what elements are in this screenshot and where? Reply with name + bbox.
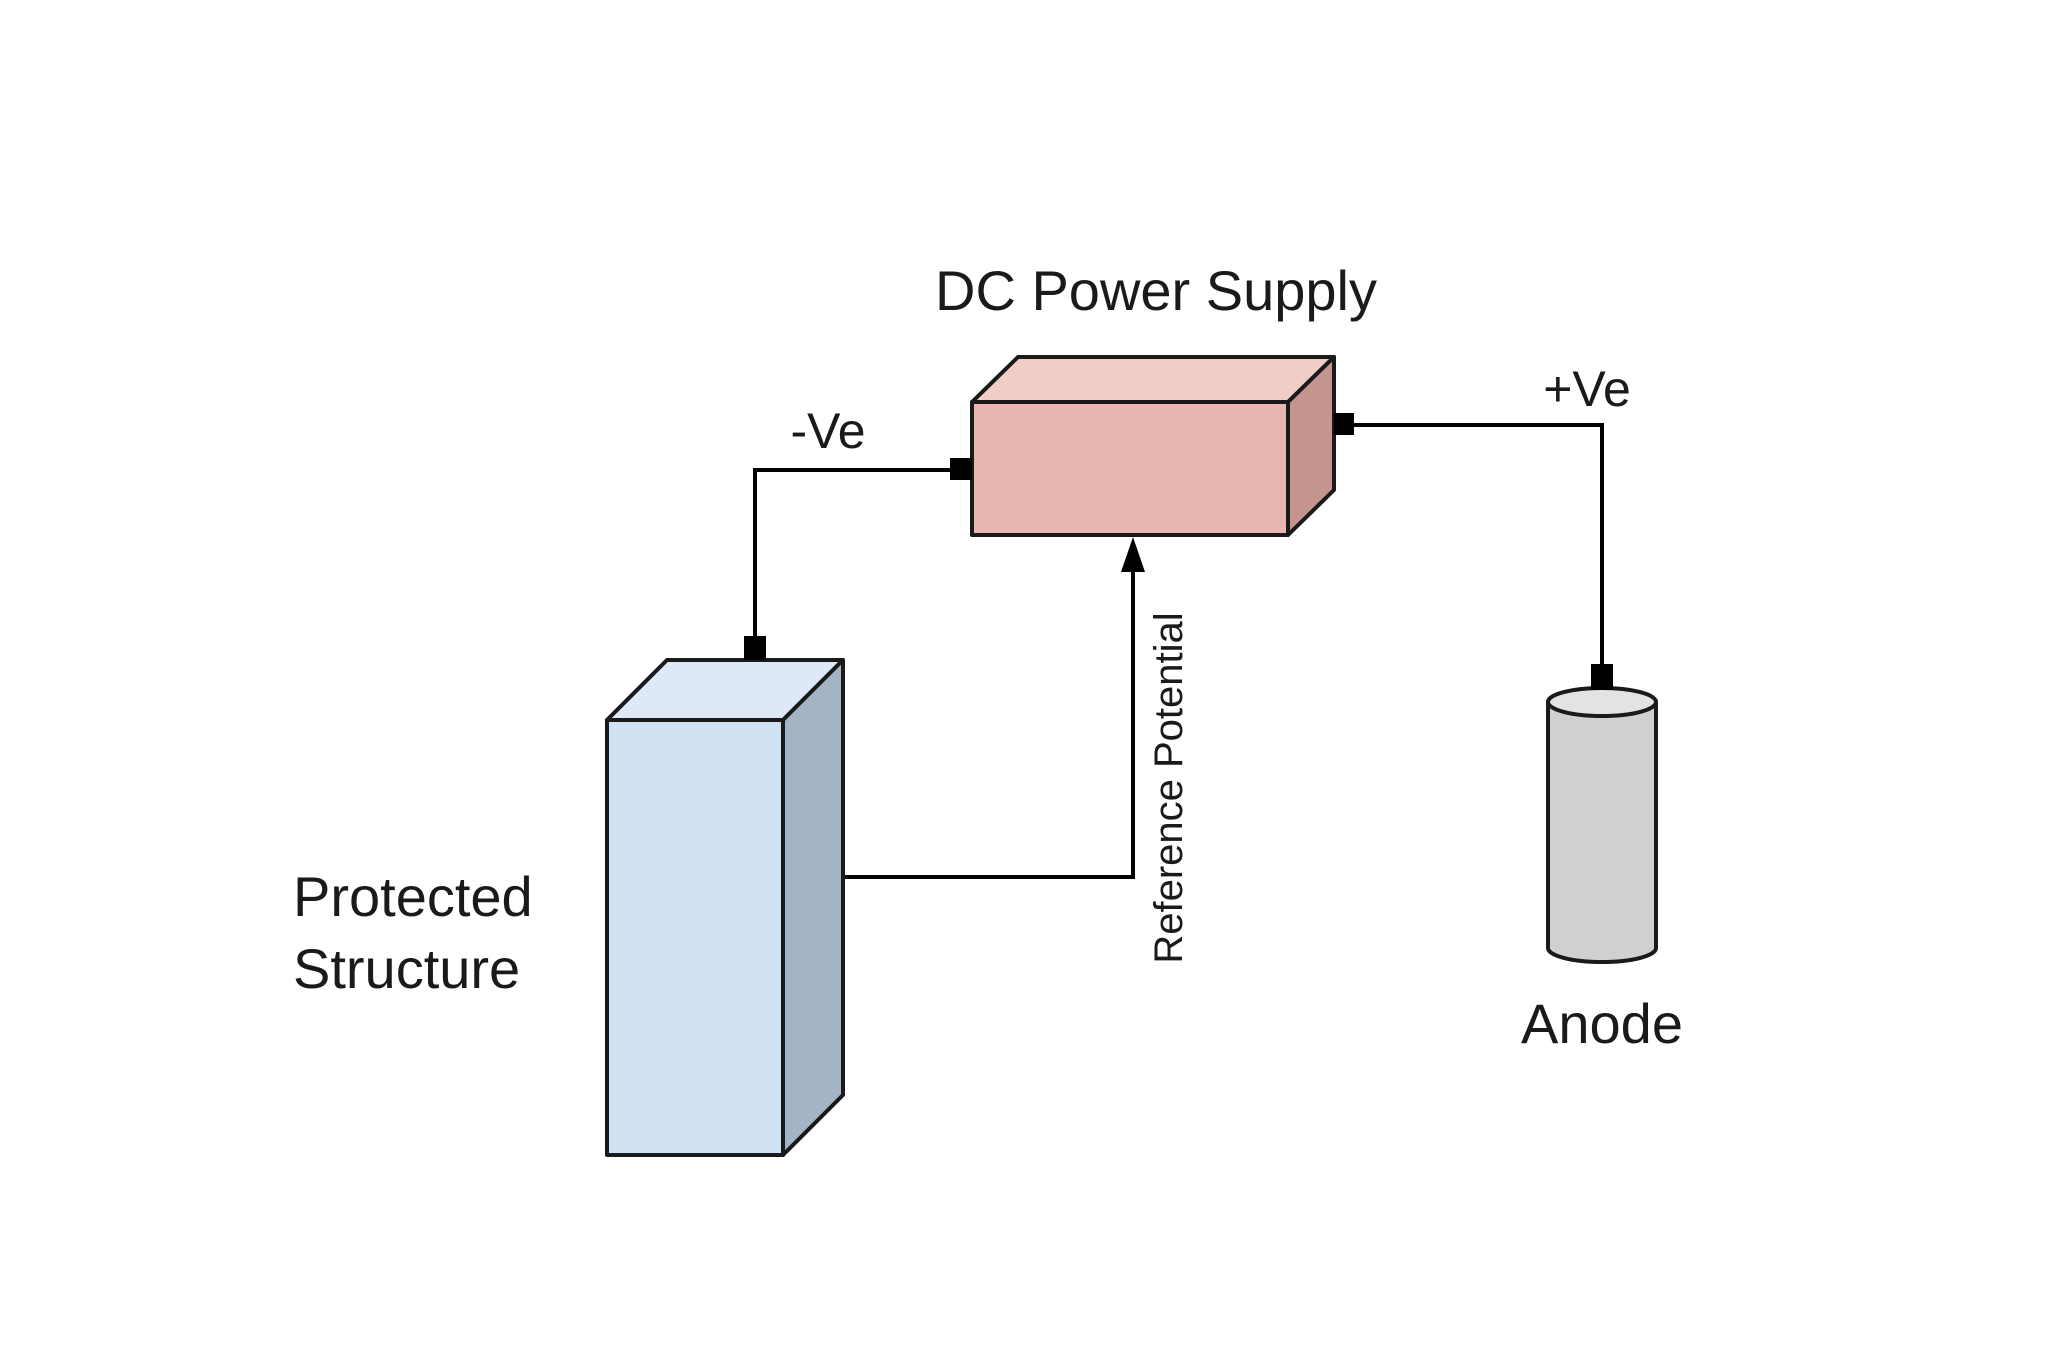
power-supply-top-face [970,355,1336,404]
power-supply-label: DC Power Supply [935,259,1377,322]
negative-wire [753,468,955,644]
reference-potential-label: Reference Potential [1147,612,1191,963]
structure-label-line1: Protected [293,865,533,928]
anode-label: Anode [1521,992,1683,1055]
anode-terminal [1591,664,1613,690]
anode-top-face [1546,686,1658,718]
negative-terminal [950,458,972,480]
positive-wire [1338,423,1604,673]
structure-side-face [781,658,845,1157]
structure-terminal [744,636,766,660]
positive-label: +Ve [1543,361,1631,417]
structure-front-face [605,718,785,1157]
power-supply-front-face [970,400,1290,537]
negative-label: -Ve [790,403,865,459]
anode-body [1546,700,1658,964]
reference-arrow [1121,537,1145,572]
positive-terminal [1334,413,1354,435]
power-supply-box [970,355,1336,537]
reference-wire [816,565,1135,879]
anode-cylinder [1546,686,1658,964]
protected-structure-block [605,658,845,1157]
structure-label-line2: Structure [293,937,520,1000]
